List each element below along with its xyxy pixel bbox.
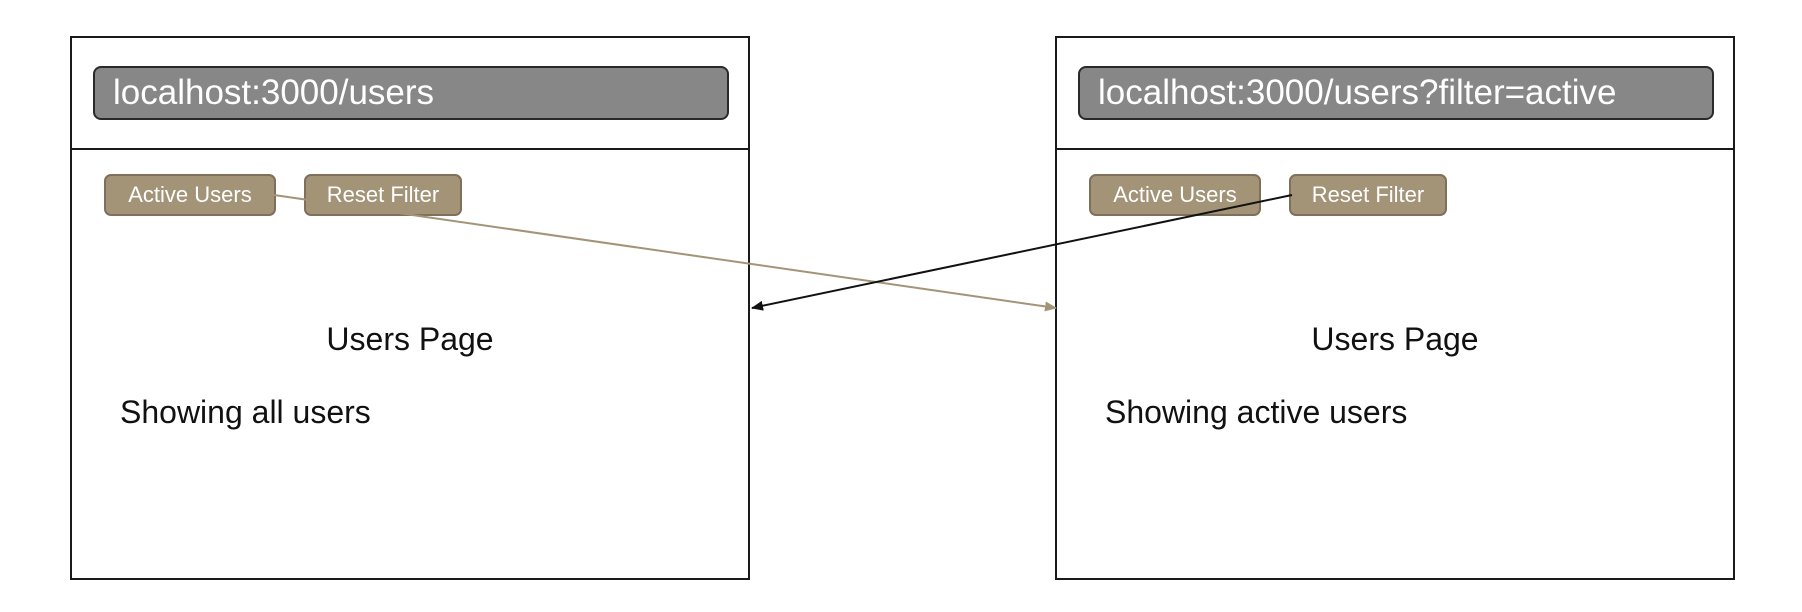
left-reset-filter-button[interactable]: Reset Filter: [304, 174, 462, 216]
left-browser-header: localhost:3000/users: [72, 38, 748, 150]
right-active-users-button[interactable]: Active Users: [1089, 174, 1261, 216]
right-browser-header: localhost:3000/users?filter=active: [1057, 38, 1733, 150]
right-page-title: Users Page: [1311, 321, 1479, 357]
left-url-bar[interactable]: localhost:3000/users: [93, 66, 729, 120]
right-reset-filter-button[interactable]: Reset Filter: [1289, 174, 1447, 216]
right-browser-window: localhost:3000/users?filter=active Activ…: [1055, 36, 1735, 580]
left-page-title: Users Page: [326, 321, 494, 357]
right-url-bar[interactable]: localhost:3000/users?filter=active: [1078, 66, 1714, 120]
right-page-status: Showing active users: [1105, 394, 1408, 430]
left-browser-window: localhost:3000/users Active Users Reset …: [70, 36, 750, 580]
left-page-status: Showing all users: [120, 394, 371, 430]
left-active-users-button[interactable]: Active Users: [104, 174, 276, 216]
